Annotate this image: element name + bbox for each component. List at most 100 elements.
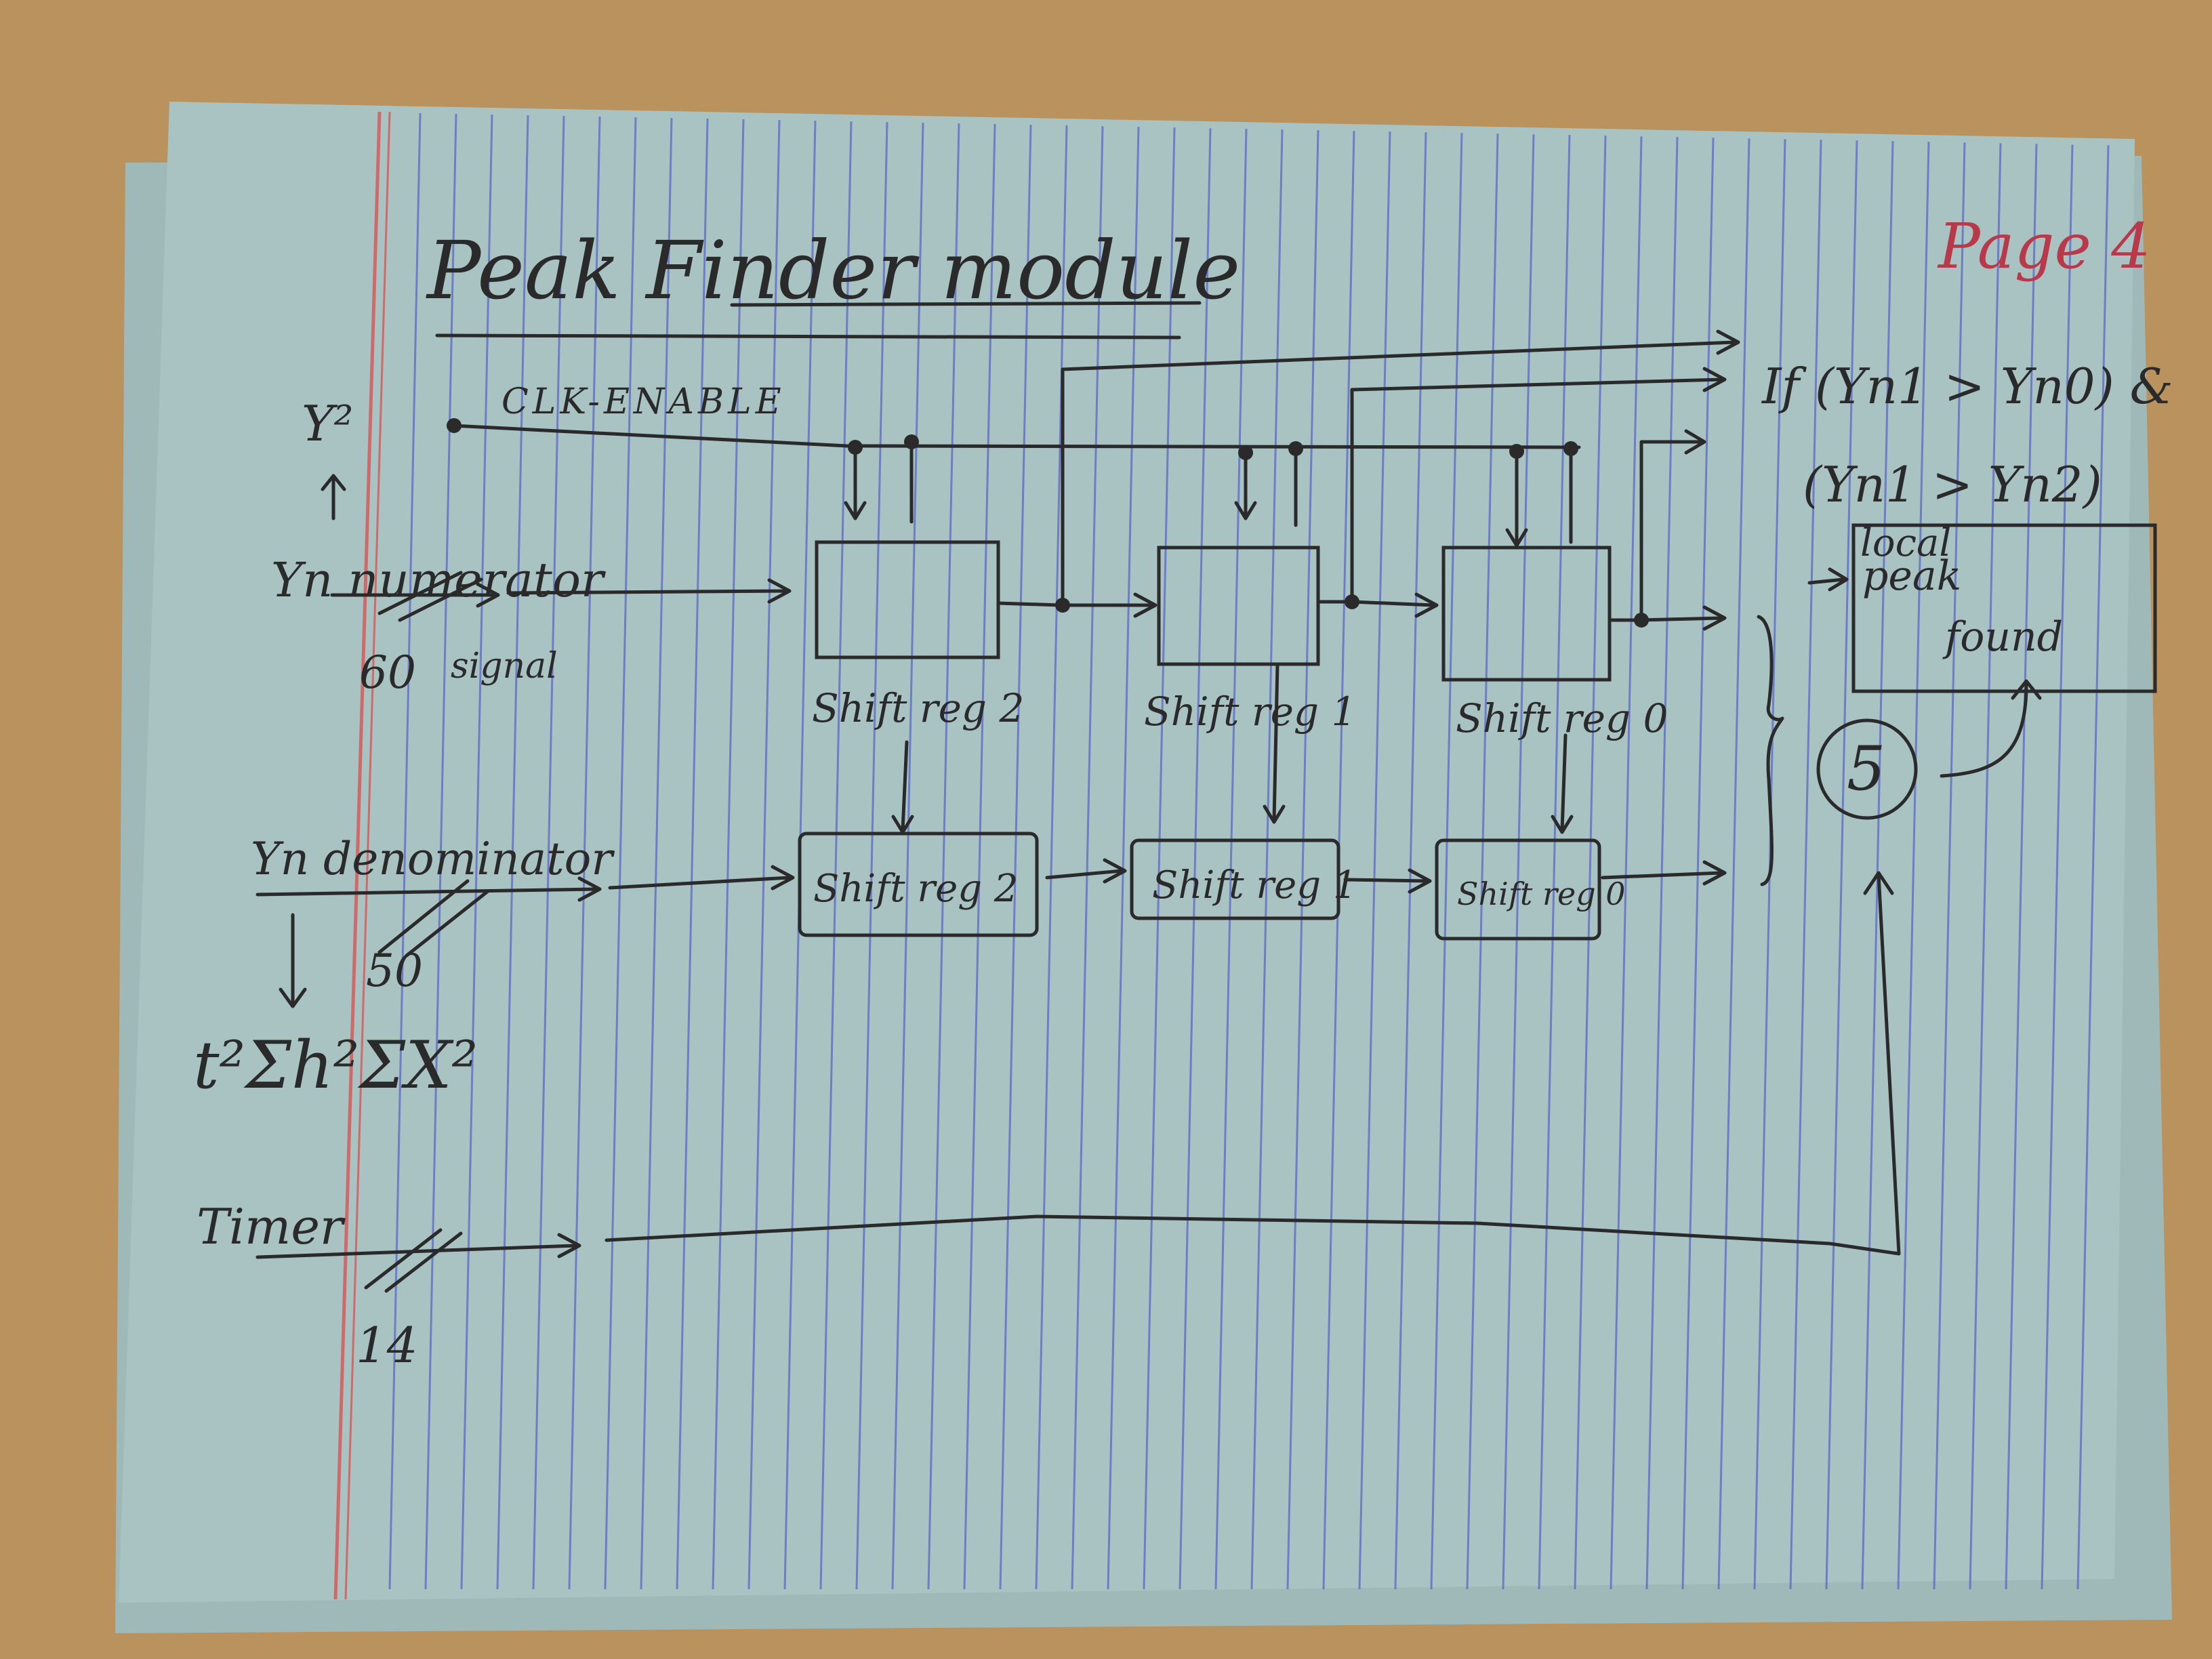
ruled-line — [460, 115, 493, 1590]
numerator-to-reg2-arrow — [506, 578, 792, 604]
local-peak-found-box — [1851, 523, 2157, 693]
output-label-line-2: peak — [1862, 552, 1961, 600]
ruled-line — [1610, 136, 1643, 1590]
ruled-line — [963, 124, 996, 1590]
ruled-line — [2005, 144, 2038, 1590]
circled-number-ring — [1816, 718, 1918, 820]
ruled-line — [1825, 140, 1858, 1590]
ruled-line — [999, 125, 1032, 1590]
ruled-line — [1466, 134, 1499, 1590]
den-shift-reg-2-label: Shift reg 2 — [813, 867, 1019, 911]
denominator-bits: 50 — [366, 945, 423, 997]
title-underline-short — [730, 301, 1202, 307]
reg2-to-condition-wire — [1061, 329, 1740, 607]
yn-denominator-label: Yn denominator — [251, 833, 615, 885]
ruled-line — [1574, 136, 1607, 1590]
ruled-line — [1143, 127, 1176, 1590]
output-label-line-1: local — [1860, 521, 1951, 565]
num-shift-reg-0-box — [1441, 546, 1612, 682]
ruled-lines — [388, 112, 2110, 1590]
den-reg0-out-arrow — [1601, 860, 1727, 886]
circled-number: 5 — [1847, 733, 1885, 804]
page-number: Page 4 — [1937, 210, 2151, 283]
ruled-line — [1430, 133, 1463, 1590]
ruled-line — [1969, 143, 2002, 1590]
ruled-line — [424, 114, 457, 1590]
num-shift-reg-1-box — [1157, 546, 1320, 666]
den-shift-reg-0-label: Shift reg 0 — [1457, 876, 1626, 912]
ruled-line — [891, 123, 924, 1590]
output-label-line-3: found — [1942, 613, 2063, 661]
num-shift-reg-2-label: Shift reg 2 — [812, 685, 1024, 731]
numerator-bits: 60 — [359, 647, 416, 699]
clk-enable-label: CLK-ENABLE — [501, 382, 785, 422]
ruled-line — [532, 116, 565, 1590]
ruled-line — [388, 112, 422, 1590]
den-shift-reg-2-box — [798, 832, 1039, 937]
paper-sheet — [119, 102, 2135, 1603]
ruled-line — [1286, 130, 1319, 1590]
ruled-line — [676, 119, 709, 1590]
ruled-line — [1717, 138, 1750, 1590]
ruled-line — [496, 115, 529, 1590]
signal-word: signal — [451, 646, 558, 687]
ruled-line — [2041, 144, 2074, 1590]
condition-line-1: If (Yn1 > Yn0) & — [1761, 358, 2173, 415]
den-shift-reg-1-box — [1130, 838, 1340, 920]
ruled-line — [1538, 135, 1571, 1590]
ruled-line — [712, 119, 745, 1590]
den-reg2-to-reg1-arrow — [1045, 858, 1127, 884]
num-shift-reg-1-label: Shift reg 1 — [1144, 689, 1356, 735]
down-arrow — [279, 913, 307, 1008]
ruled-line — [1358, 131, 1391, 1590]
grouping-brace — [1757, 615, 1784, 886]
timer-input-arrow — [255, 1228, 581, 1293]
den-shift-reg-0-box — [1435, 838, 1601, 941]
reg1-to-condition-wire — [1350, 367, 1727, 604]
yn-numerator-label: Yn numerator — [271, 552, 606, 608]
reg0-vertical-link — [1551, 733, 1574, 834]
den-shift-reg-1-label: Shift reg 1 — [1152, 863, 1357, 907]
ruled-line — [1502, 134, 1535, 1590]
num-shift-reg-2-box — [815, 540, 1000, 659]
den-to-reg2-arrow — [608, 865, 795, 890]
up-arrow — [321, 474, 346, 520]
reg2-vertical-link — [891, 740, 914, 834]
condition-to-output-arrow — [1807, 567, 1849, 592]
ruled-line — [819, 121, 853, 1590]
ruled-line — [568, 117, 601, 1590]
clk-tap-dot — [447, 418, 462, 433]
timer-bits: 14 — [356, 1317, 418, 1374]
ruled-line — [1645, 137, 1679, 1590]
ruled-line — [640, 118, 673, 1590]
clk-taps — [844, 434, 1578, 548]
ruled-line — [604, 117, 637, 1590]
ruled-line — [1179, 128, 1212, 1590]
formula-label: t²Σh²ΣX² — [193, 1027, 478, 1103]
page-title: Peak Finder module — [426, 224, 1240, 317]
den-reg1-to-reg0-arrow — [1343, 868, 1432, 894]
ruled-line — [2076, 145, 2110, 1590]
ruled-line — [1789, 140, 1822, 1590]
timer-to-five-wire — [605, 871, 1901, 1256]
reg1-vertical-link — [1263, 662, 1286, 824]
ruled-line — [1107, 127, 1140, 1590]
ruled-line — [1933, 142, 1966, 1590]
denominator-input-arrow — [255, 876, 602, 958]
reg0-to-condition-wire — [1639, 429, 1706, 622]
ruled-line — [1394, 132, 1427, 1590]
num-shift-reg-0-label: Shift reg 0 — [1456, 695, 1668, 741]
ruled-line — [1071, 126, 1104, 1590]
ruled-line — [927, 123, 960, 1590]
ruled-line — [1250, 129, 1284, 1590]
margin-line — [333, 111, 382, 1600]
ruled-line — [1214, 129, 1248, 1590]
margin-line-2 — [344, 111, 391, 1600]
ruled-line — [1897, 142, 1930, 1590]
y-squared-label: Y² — [302, 395, 353, 452]
ruled-line — [855, 122, 888, 1590]
ruled-line — [1861, 141, 1894, 1590]
numerator-input-arrow — [330, 571, 500, 622]
five-to-output-arrow — [1940, 679, 2042, 778]
